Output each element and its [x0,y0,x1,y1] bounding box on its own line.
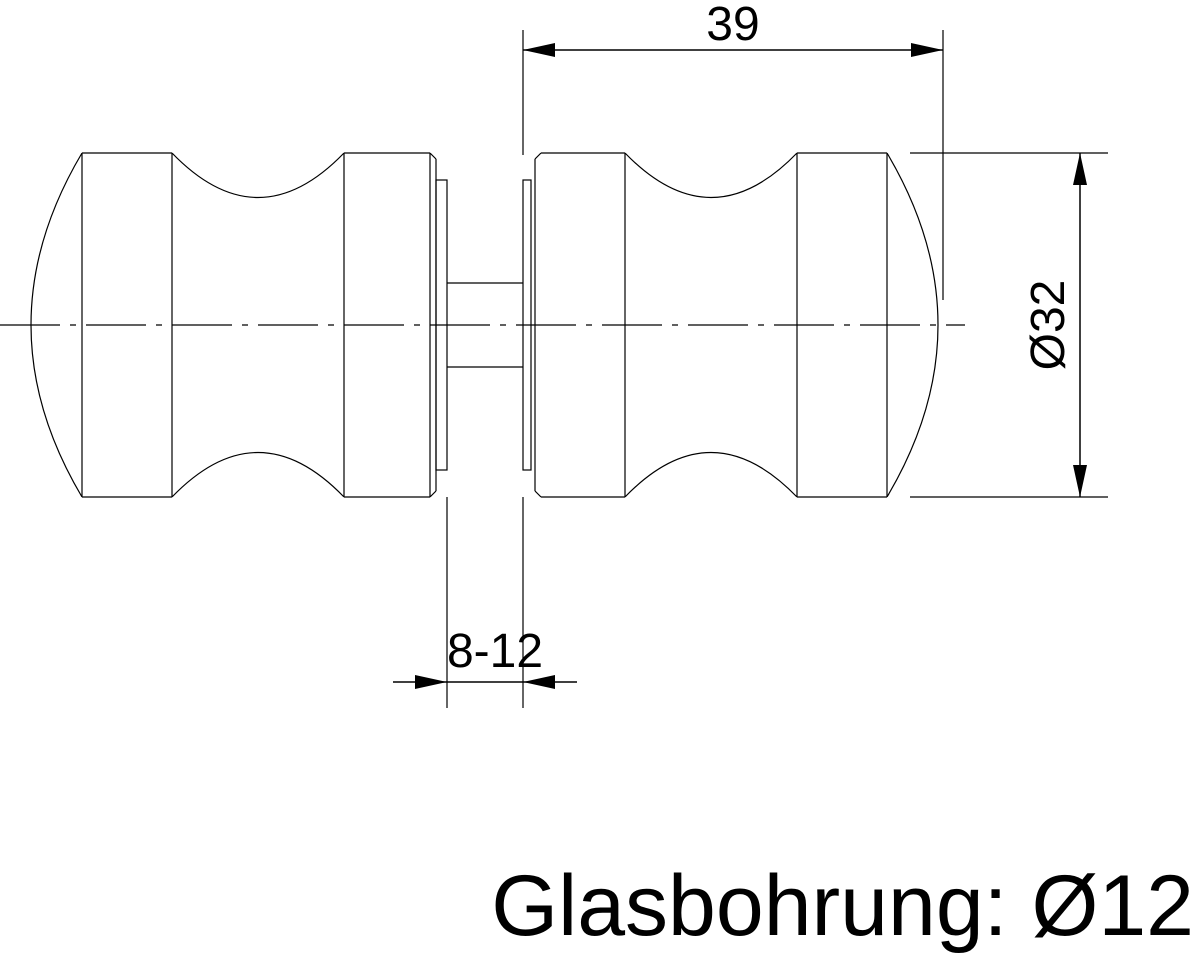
dimension-depth-label: 39 [706,0,759,51]
left-knob-waist-bottom [171,452,345,498]
left-knob [30,152,448,498]
dimension-glass-thickness-label: 8-12 [447,625,543,678]
connecting-bolt [447,282,523,368]
right-knob-dome [886,152,939,498]
glass-hole-caption: Glasbohrung: Ø12 [491,858,1194,954]
left-knob-waist-top [171,152,345,198]
right-knob-waist-bottom [624,452,798,498]
dimension-depth: 39 [522,0,944,300]
right-knob [522,152,939,498]
right-washer [522,179,532,471]
left-knob-dome [30,152,83,498]
right-knob-waist-top [624,152,798,198]
left-washer [435,179,448,471]
dimension-diameter: Ø32 [910,152,1108,498]
dimension-diameter-label: Ø32 [1022,280,1075,371]
dimension-glass-thickness: 8-12 [393,497,577,708]
